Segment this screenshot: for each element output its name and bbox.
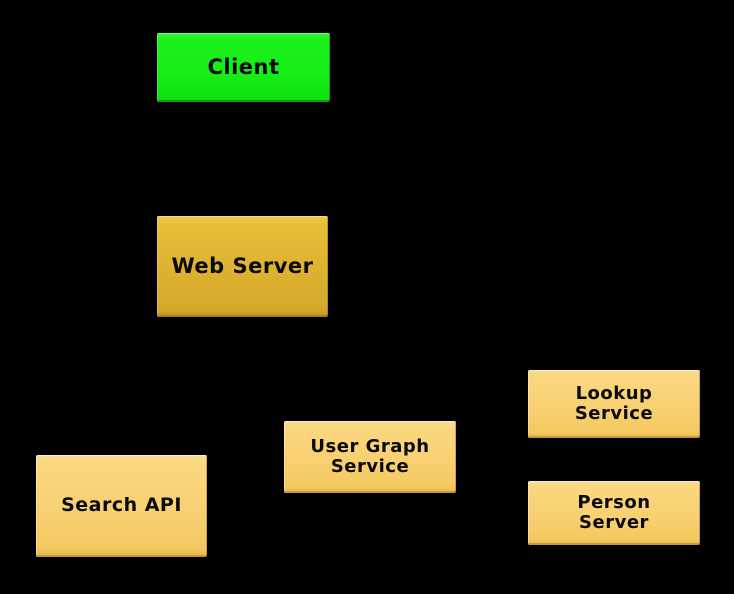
node-search-api[interactable]: Search API	[36, 455, 207, 557]
node-lookup-service[interactable]: Lookup Service	[528, 370, 700, 438]
node-person-server[interactable]: Person Server	[528, 481, 700, 545]
node-label-user-graph-service: User Graph Service	[310, 435, 430, 477]
node-label-client: Client	[207, 54, 280, 79]
node-label-person-server: Person Server	[577, 491, 651, 533]
node-label-lookup-service: Lookup Service	[574, 382, 654, 424]
node-label-web-server: Web Server	[171, 253, 314, 278]
node-user-graph-service[interactable]: User Graph Service	[284, 421, 456, 493]
node-label-search-api: Search API	[61, 494, 182, 517]
node-web-server[interactable]: Web Server	[157, 216, 328, 317]
node-client[interactable]: Client	[157, 33, 330, 102]
